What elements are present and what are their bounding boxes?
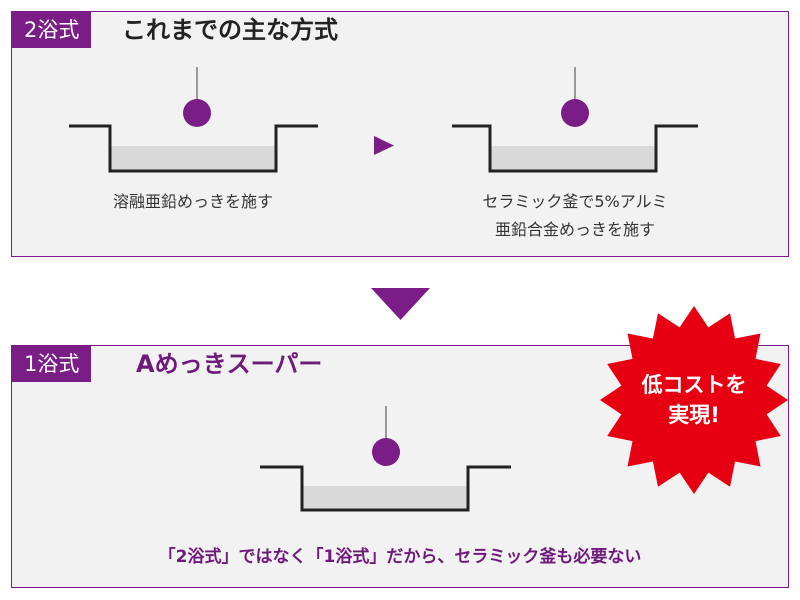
bath-liquid bbox=[490, 146, 656, 171]
step2-caption-line2: 亜鉛合金めっきを施す bbox=[494, 220, 655, 239]
workpiece-ball bbox=[561, 99, 589, 127]
badge-line1: 低コストを bbox=[641, 373, 747, 397]
bath-liquid bbox=[110, 146, 276, 171]
single-bath-tank-diagram bbox=[260, 406, 511, 512]
two-bath-tag: 2浴式 bbox=[12, 12, 92, 48]
starburst-shape bbox=[600, 306, 788, 494]
workpiece-ball bbox=[372, 438, 400, 466]
triangle-right-icon bbox=[374, 136, 394, 155]
two-bath-title: これまでの主な方式 bbox=[122, 16, 338, 44]
starburst-badge bbox=[600, 306, 788, 494]
no-ceramic-kettle-note: 「2浴式」ではなく「1浴式」だから、セラミック釜も必要ない bbox=[158, 547, 642, 567]
one-bath-title: Aめっきスーパー bbox=[136, 350, 323, 378]
one-bath-tag: 1浴式 bbox=[12, 346, 92, 382]
tank-outline bbox=[452, 124, 698, 173]
zinc-bath-tank-diagram bbox=[69, 67, 698, 173]
two-bath-panel: 2浴式 これまでの主な方式 溶融亜鉛めっきを施す セラミック釜で5%アルミ 亜鉛… bbox=[11, 11, 789, 257]
tank-outline bbox=[69, 124, 318, 173]
badge-line2: 実現! bbox=[668, 403, 720, 427]
step2-caption-line1: セラミック釜で5%アルミ bbox=[482, 192, 668, 211]
step1-caption: 溶融亜鉛めっきを施す bbox=[112, 192, 273, 211]
tank-outline bbox=[260, 465, 511, 512]
bath-liquid bbox=[302, 486, 468, 510]
workpiece-ball bbox=[183, 99, 211, 127]
